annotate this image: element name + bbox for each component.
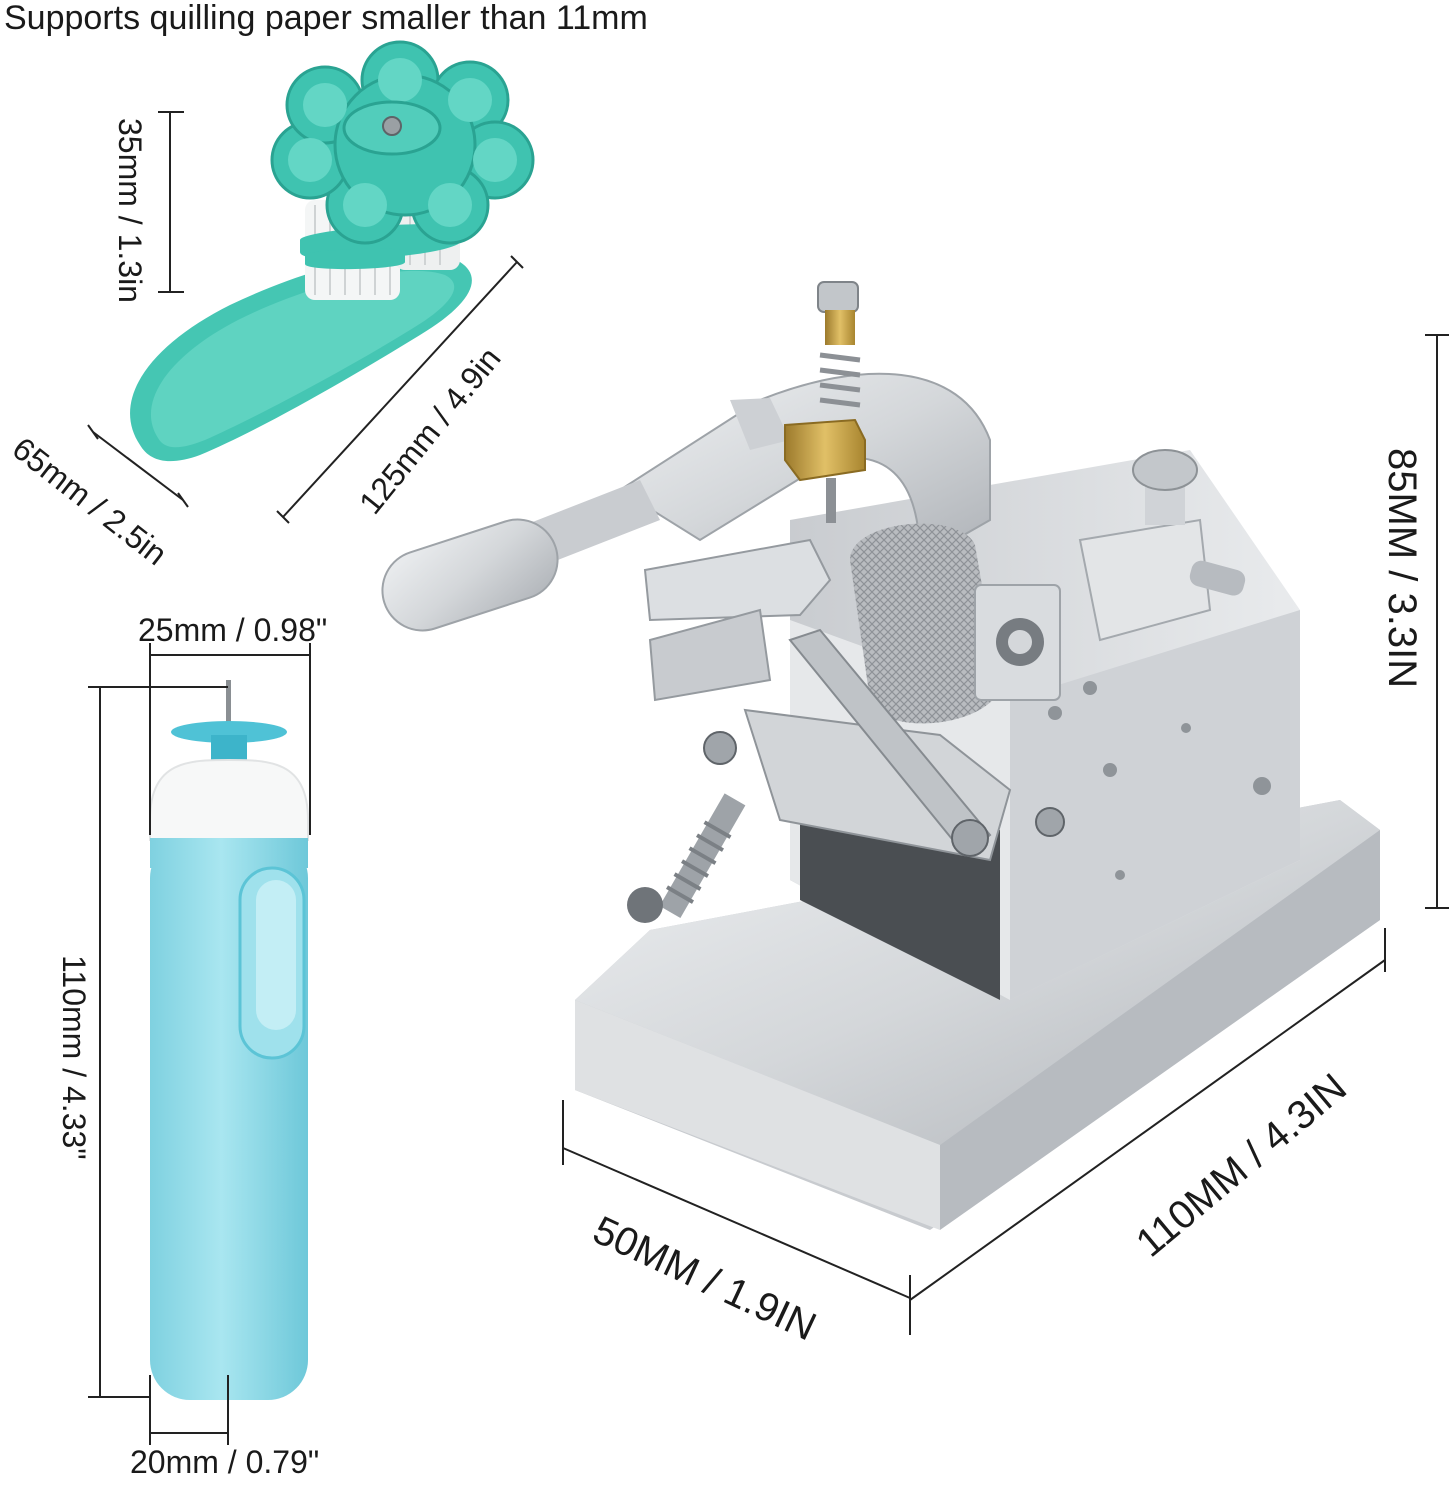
machine-dimension-lines (562, 334, 1449, 1335)
holder-height-label: 35mm / 1.3in (112, 118, 148, 303)
electric-quilling-pen-icon (149, 680, 309, 1400)
pen-dimension-lines (88, 643, 311, 1445)
headline: Supports quilling paper smaller than 11m… (4, 0, 648, 37)
quilling-crimper-machine-icon (381, 281, 1380, 1230)
pen-width-bottom-label: 20mm / 0.79" (130, 1444, 320, 1480)
holder-dimension-lines (87, 111, 524, 524)
flower-paper-holder-icon (130, 40, 535, 462)
pen-length-label: 110mm / 4.33" (56, 955, 92, 1160)
machine-height-label: 85MM / 3.3IN (1380, 448, 1424, 689)
pen-width-top-label: 25mm / 0.98" (138, 612, 328, 648)
